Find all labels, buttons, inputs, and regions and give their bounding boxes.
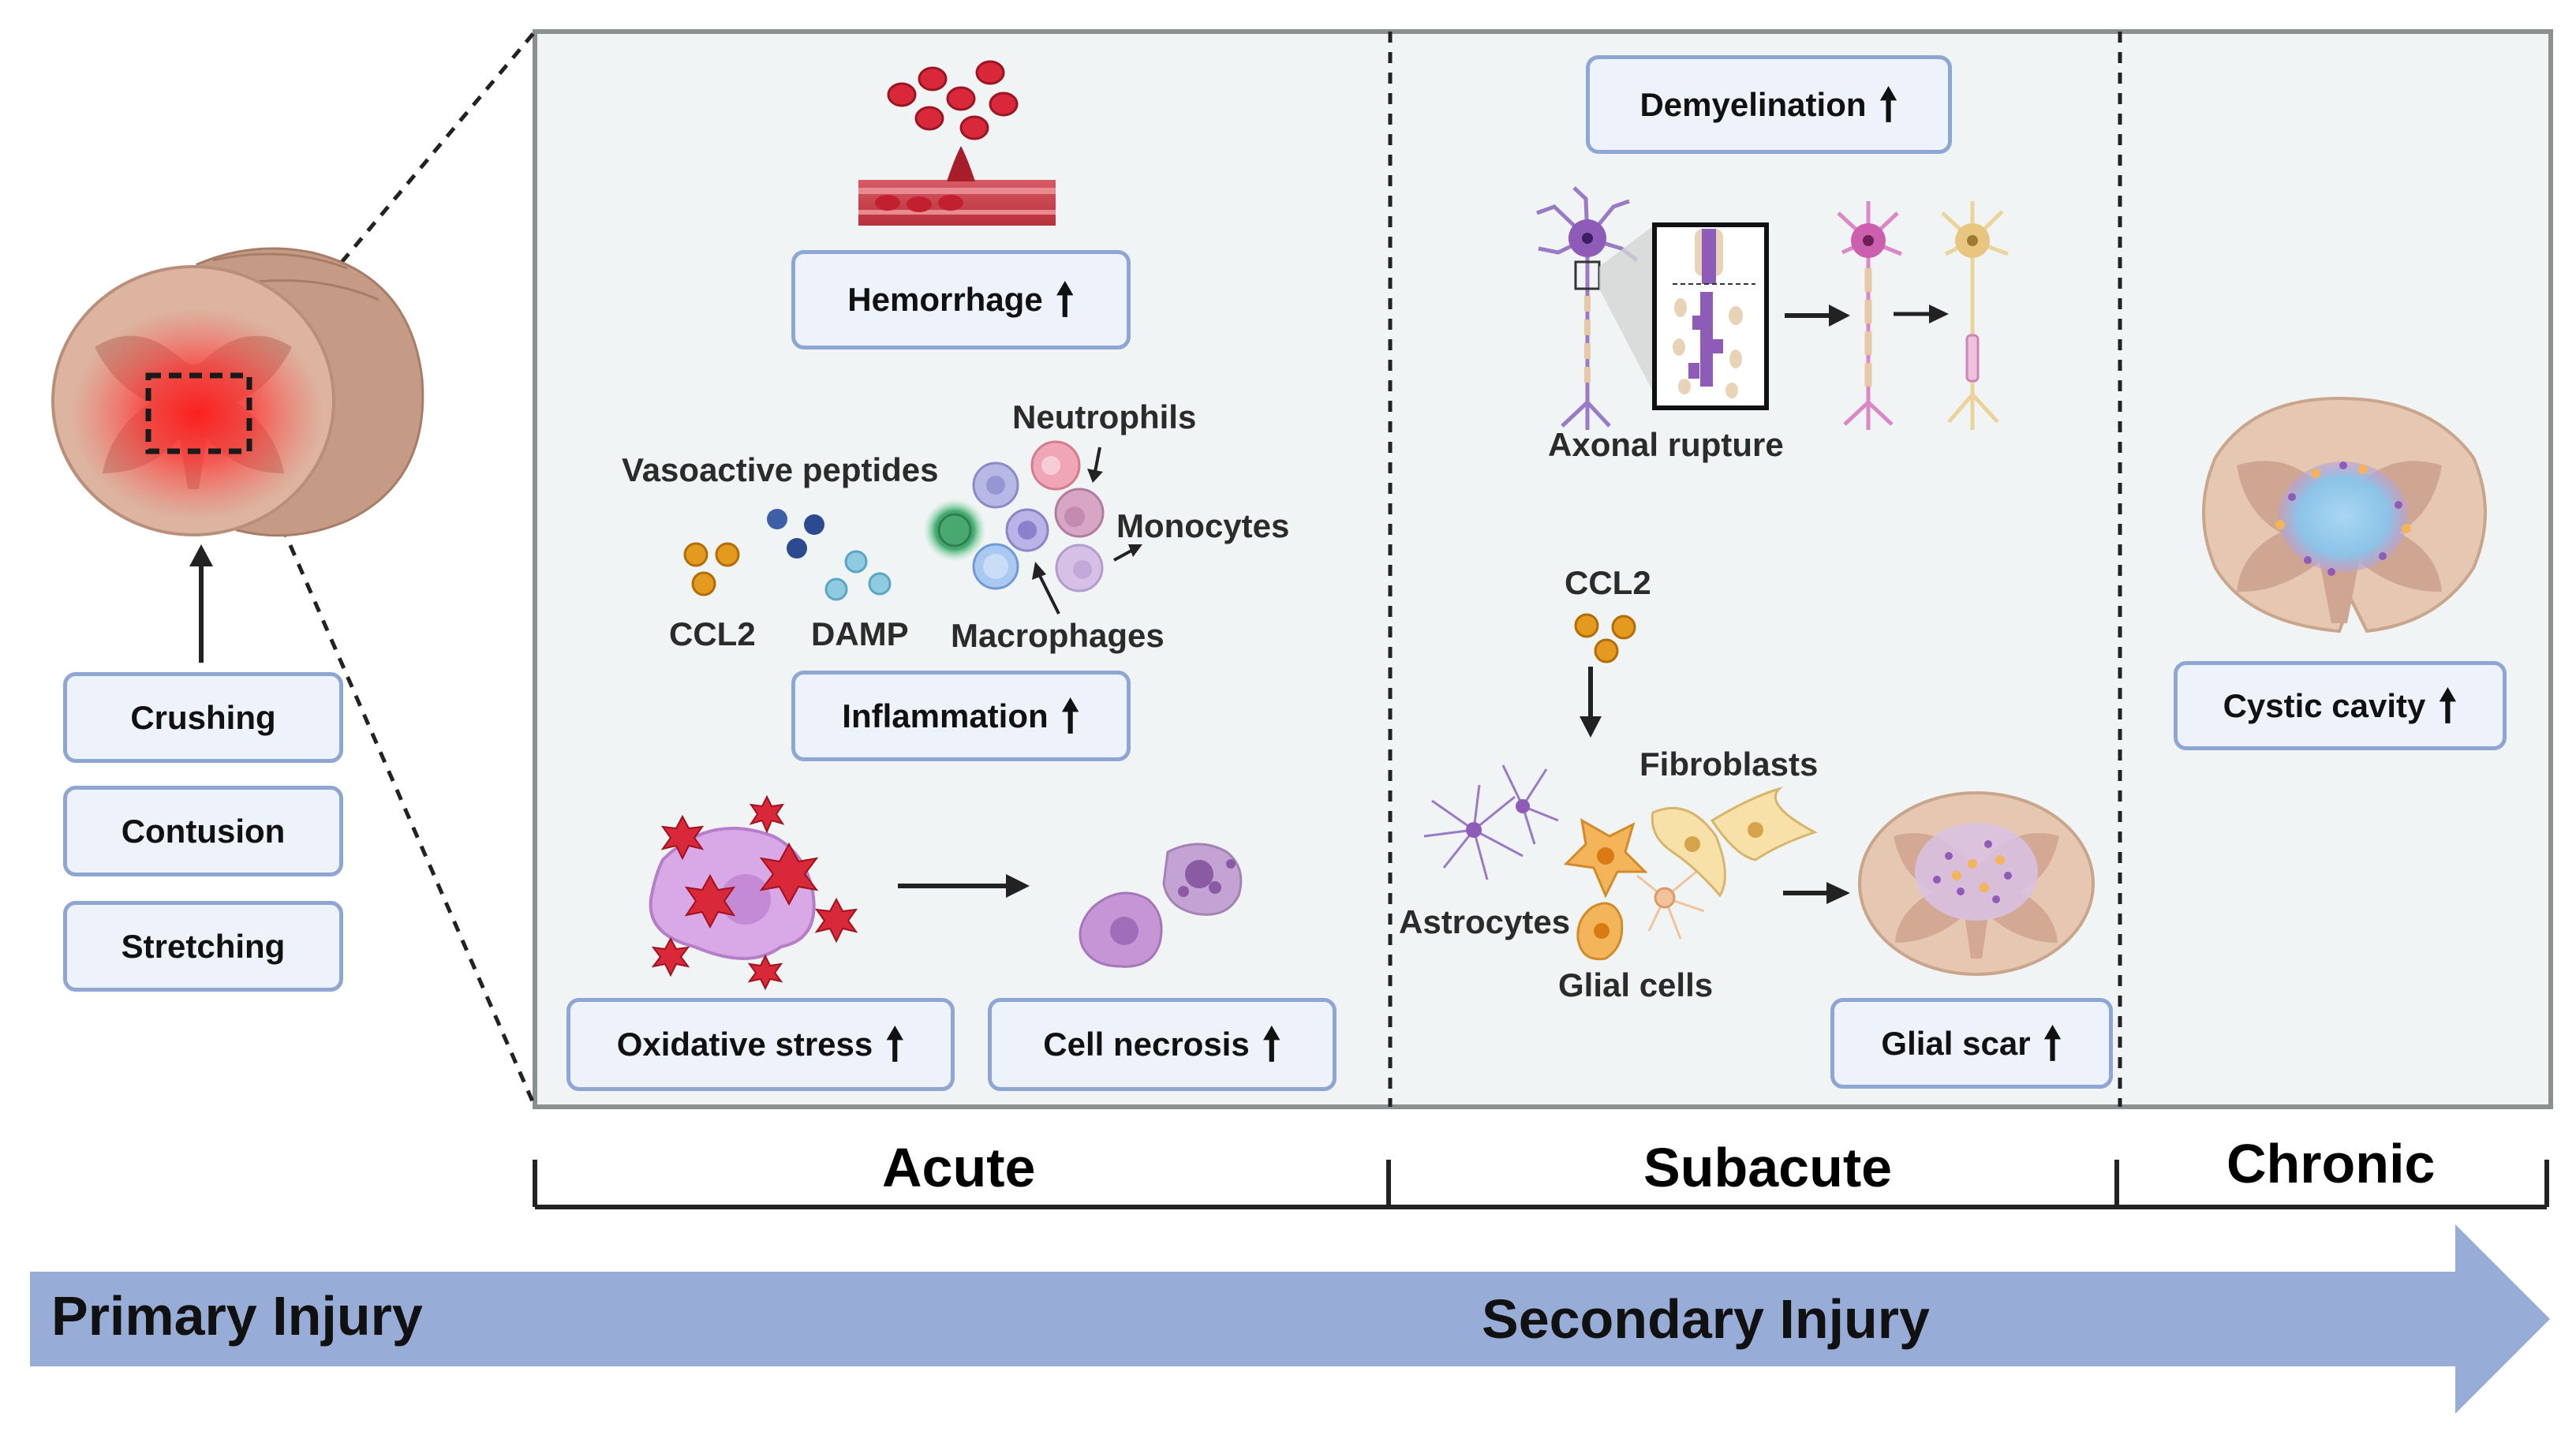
increase-arrow-icon: 🠕 <box>885 1019 905 1069</box>
increase-arrow-icon: 🠕 <box>1262 1019 1281 1069</box>
increase-arrow-icon: 🠕 <box>2043 1018 2062 1068</box>
cell-necrosis-box: Cell necrosis 🠕 <box>988 998 1337 1091</box>
cell-necrosis-label: Cell necrosis <box>1043 1026 1250 1063</box>
monocytes-label: Monocytes <box>1116 507 1290 544</box>
neutrophils-label: Neutrophils <box>1012 398 1197 435</box>
cross-section-icon-glial-scar <box>1858 791 2095 976</box>
ccl2-subacute-label: CCL2 <box>1565 564 1651 601</box>
cross-section-icon-cystic-cavity <box>2202 396 2487 633</box>
ccl2-molecules <box>683 542 740 596</box>
increase-arrow-icon: 🠕 <box>1060 690 1080 741</box>
contusion-box: Contusion <box>63 786 343 876</box>
zoom-line-bottom <box>247 450 537 1108</box>
primary-injury-label: Primary Injury <box>51 1285 423 1347</box>
neuron-icon <box>1536 186 1769 430</box>
ccl2-molecules-subacute <box>1574 613 1636 663</box>
cell-necrosis-icon <box>1079 843 1243 968</box>
hemorrhage-label: Hemorrhage <box>847 281 1043 318</box>
phase-label-acute: Acute <box>882 1137 1036 1198</box>
stretching-label: Stretching <box>121 927 286 965</box>
oxidative-stress-icon <box>649 794 858 991</box>
crushing-box: Crushing <box>63 672 343 763</box>
glial-scar-label: Glial scar <box>1881 1024 2031 1062</box>
vasoactive-peptides-label: Vasoactive peptides <box>622 451 939 488</box>
cystic-cavity-box: Cystic cavity 🠕 <box>2174 661 2507 750</box>
increase-arrow-icon: 🠕 <box>1879 79 1898 129</box>
damp-molecules <box>767 509 892 601</box>
contusion-label: Contusion <box>121 812 286 850</box>
crushing-label: Crushing <box>130 698 276 736</box>
oxidative-stress-label: Oxidative stress <box>616 1026 873 1063</box>
neuron-icon-ruptured <box>1941 201 2009 430</box>
zoom-line-top <box>248 30 537 374</box>
damp-label: DAMP <box>811 615 909 652</box>
inflammation-box: Inflammation 🠕 <box>791 671 1131 761</box>
immune-cells-icon <box>923 440 1105 592</box>
macrophages-label: Macrophages <box>951 617 1165 654</box>
glial-scar-box: Glial scar 🠕 <box>1830 998 2113 1089</box>
timeline-arrow <box>30 1224 2550 1414</box>
cystic-cavity-label: Cystic cavity <box>2223 686 2426 724</box>
phase-label-subacute: Subacute <box>1643 1137 1893 1198</box>
neuron-icon-demyelinating <box>1837 201 1902 430</box>
increase-arrow-icon: 🠕 <box>2438 680 2458 731</box>
glial-cells-label: Glial cells <box>1558 966 1714 1003</box>
phase-bracket <box>533 1160 2549 1209</box>
inflammation-label: Inflammation <box>842 697 1049 734</box>
astrocytes-label: Astrocytes <box>1399 903 1571 940</box>
ccl2-label: CCL2 <box>669 615 756 652</box>
increase-arrow-icon: 🠕 <box>1055 275 1075 324</box>
fibroblasts-label: Fibroblasts <box>1639 746 1819 783</box>
glial-cells-icon <box>1423 764 1818 961</box>
secondary-injury-label: Secondary Injury <box>1482 1288 1930 1350</box>
axonal-rupture-label: Axonal rupture <box>1548 426 1784 463</box>
stretching-box: Stretching <box>63 901 343 992</box>
hemorrhage-box: Hemorrhage 🠕 <box>791 250 1131 349</box>
spinal-cord-icon <box>51 247 424 537</box>
demyelination-box: Demyelination 🠕 <box>1586 55 1952 154</box>
blood-vessel-icon <box>858 60 1056 226</box>
oxidative-stress-box: Oxidative stress 🠕 <box>566 998 955 1091</box>
phase-label-chronic: Chronic <box>2226 1133 2436 1194</box>
demyelination-label: Demyelination <box>1639 85 1867 123</box>
